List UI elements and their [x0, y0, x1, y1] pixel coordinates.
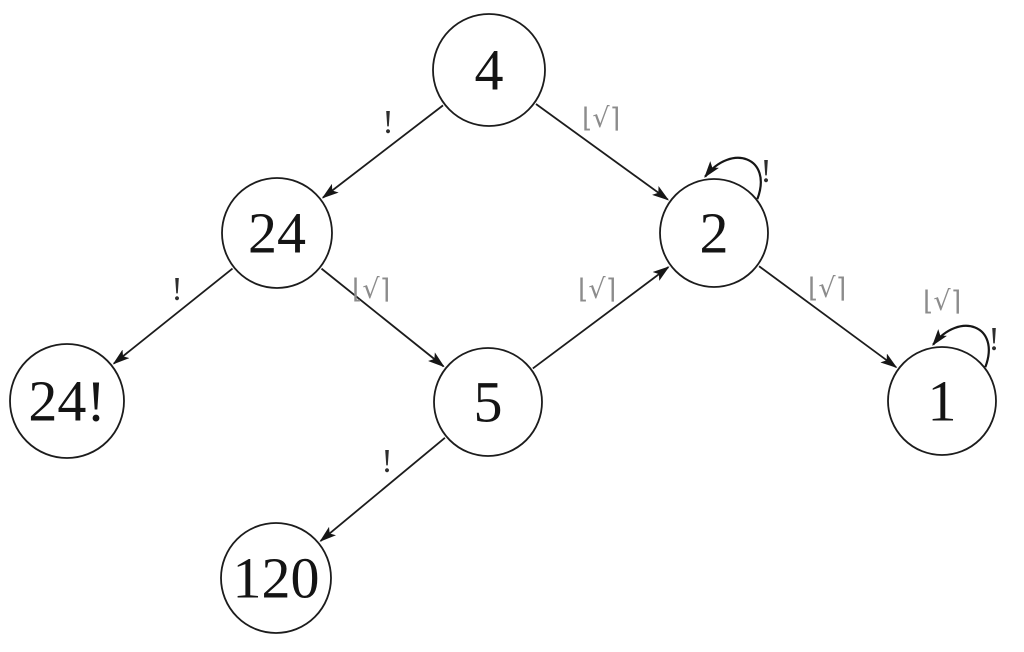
node-circle-1 [887, 346, 997, 456]
edge-5-to-2 [532, 266, 670, 370]
edge-4-to-24 [321, 104, 444, 199]
self-loop-label-factorial-1: ! [988, 321, 999, 358]
node-circle-4 [432, 13, 546, 127]
node-label-24!: 24! [28, 369, 105, 434]
node-label-2: 2 [700, 201, 729, 266]
edge-label-floor-sqrt-5-2: ⌊√⌉ [578, 274, 616, 305]
node-label-4: 4 [475, 38, 504, 103]
self-loop-label-factorial-2: ! [760, 153, 771, 190]
edge-label-floor-sqrt-4-2: ⌊√⌉ [582, 103, 620, 134]
edge-24-to-24f [112, 267, 234, 365]
node-circle-5 [433, 347, 543, 457]
edge-label-factorial-5-120: ! [381, 443, 392, 480]
edge-label-factorial-24-24f: ! [171, 271, 182, 308]
node-circle-2 [659, 178, 769, 288]
edge-4-to-2 [535, 103, 670, 201]
edge-24-to-5 [320, 267, 445, 368]
node-label-1: 1 [928, 369, 957, 434]
self-loop-1 [932, 324, 990, 368]
node-circle-24 [221, 177, 333, 289]
edge-label-factorial-4-24: ! [382, 104, 393, 141]
node-label-120: 120 [233, 546, 320, 611]
edges-layer [112, 103, 898, 542]
edge-label-floor-sqrt-2-1: ⌊√⌉ [808, 273, 846, 304]
self-loops-layer [704, 156, 990, 368]
node-label-5: 5 [474, 370, 503, 435]
node-circle-120 [220, 522, 332, 634]
self-loop-label-floor-sqrt-1: ⌊√⌉ [923, 286, 961, 317]
node-label-24: 24 [248, 201, 306, 266]
edge-label-floor-sqrt-24-5: ⌊√⌉ [352, 274, 390, 305]
edge-5-to-120 [319, 437, 446, 542]
self-loop-2 [704, 156, 762, 200]
edge-labels-layer: ! ⌊√⌉! ⌊√⌉ ⌊√⌉ ⌊√⌉!! ⌊√⌉! [171, 103, 999, 480]
nodes-layer: 4 24 2 24! 5 1 120 [9, 13, 997, 634]
edge-2-to-1 [758, 265, 898, 369]
node-circle-24! [9, 343, 125, 459]
